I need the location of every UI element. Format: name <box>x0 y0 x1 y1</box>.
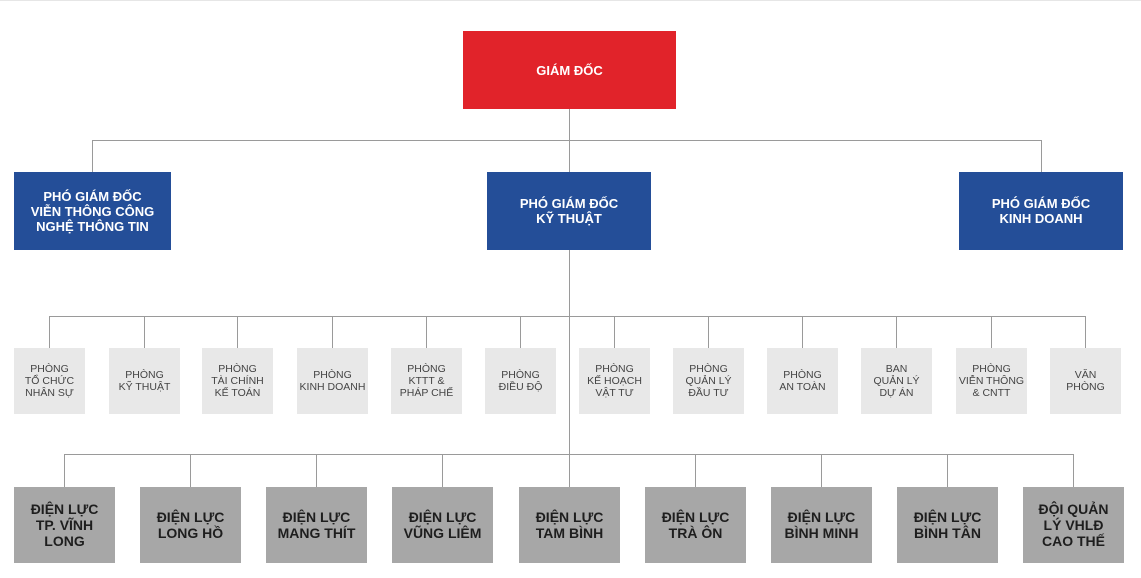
dept-label: PHÒNG KTTT & PHÁP CHẾ <box>399 363 454 399</box>
unit-box: ĐIỆN LỰC LONG HỒ <box>140 487 241 563</box>
unit-label: ĐIỆN LỰC LONG HỒ <box>156 509 225 541</box>
unit-box: ĐIỆN LỰC TRÀ ÔN <box>645 487 746 563</box>
dept-box: PHÒNG KINH DOANH <box>297 348 368 414</box>
unit-box: ĐIỆN LỰC TAM BÌNH <box>519 487 620 563</box>
unit-label: ĐIỆN LỰC MANG THÍT <box>277 509 356 541</box>
dept-box: PHÒNG AN TOÀN <box>767 348 838 414</box>
dept-box: PHÒNG KẾ HOẠCH VẬT TƯ <box>579 348 650 414</box>
vice-director-it-box: PHÓ GIÁM ĐỐC VIỄN THÔNG CÔNG NGHỆ THÔNG … <box>14 172 171 250</box>
vice-director-technical-box: PHÓ GIÁM ĐỐC KỸ THUẬT <box>487 172 651 250</box>
unit-box: ĐỘI QUẢN LÝ VHLĐ CAO THẾ <box>1023 487 1124 563</box>
vice-director-it-label: PHÓ GIÁM ĐỐC VIỄN THÔNG CÔNG NGHỆ THÔNG … <box>30 188 155 234</box>
dept-box: PHÒNG KTTT & PHÁP CHẾ <box>391 348 462 414</box>
dept-box: PHÒNG TÀI CHÍNH KẾ TOÁN <box>202 348 273 414</box>
dept-label: PHÒNG KẾ HOẠCH VẬT TƯ <box>587 363 642 399</box>
dept-box: VĂN PHÒNG <box>1050 348 1121 414</box>
unit-box: ĐIỆN LỰC BÌNH MINH <box>771 487 872 563</box>
dept-box: PHÒNG QUẢN LÝ ĐẦU TƯ <box>673 348 744 414</box>
dept-label: PHÒNG VIỄN THÔNG & CNTT <box>958 363 1025 399</box>
unit-label: ĐIỆN LỰC BÌNH TÂN <box>913 509 982 541</box>
director-label: GIÁM ĐỐC <box>536 62 603 78</box>
director-box: GIÁM ĐỐC <box>463 31 676 109</box>
dept-label: PHÒNG TÀI CHÍNH KẾ TOÁN <box>211 363 264 399</box>
dept-label: PHÒNG ĐIỀU ĐỘ <box>498 369 543 393</box>
unit-box: ĐIỆN LỰC VŨNG LIÊM <box>392 487 493 563</box>
dept-box: PHÒNG VIỄN THÔNG & CNTT <box>956 348 1027 414</box>
unit-label: ĐIỆN LỰC VŨNG LIÊM <box>403 509 482 541</box>
dept-label: PHÒNG TỔ CHỨC NHÂN SỰ <box>24 363 75 399</box>
dept-label: PHÒNG QUẢN LÝ ĐẦU TƯ <box>685 363 732 399</box>
vice-director-business-box: PHÓ GIÁM ĐỐC KINH DOANH <box>959 172 1123 250</box>
dept-label: PHÒNG KINH DOANH <box>299 369 366 393</box>
unit-label: ĐIỆN LỰC BÌNH MINH <box>784 509 859 541</box>
unit-label: ĐIỆN LỰC TAM BÌNH <box>535 509 604 541</box>
dept-label: BAN QUẢN LÝ DỰ ÁN <box>873 363 920 399</box>
unit-label: ĐIỆN LỰC TRÀ ÔN <box>661 509 730 541</box>
dept-box: PHÒNG KỸ THUẬT <box>109 348 180 414</box>
unit-label: ĐỘI QUẢN LÝ VHLĐ CAO THẾ <box>1038 501 1109 549</box>
unit-label: ĐIỆN LỰC TP. VĨNH LONG <box>30 501 99 549</box>
dept-label: PHÒNG AN TOÀN <box>779 369 826 393</box>
vice-director-technical-label: PHÓ GIÁM ĐỐC KỸ THUẬT <box>519 196 619 226</box>
dept-label: PHÒNG KỸ THUẬT <box>118 369 171 393</box>
top-divider <box>0 0 1141 1</box>
unit-box: ĐIỆN LỰC MANG THÍT <box>266 487 367 563</box>
unit-box: ĐIỆN LỰC TP. VĨNH LONG <box>14 487 115 563</box>
dept-label: VĂN PHÒNG <box>1066 369 1105 393</box>
dept-box: PHÒNG TỔ CHỨC NHÂN SỰ <box>14 348 85 414</box>
dept-box: BAN QUẢN LÝ DỰ ÁN <box>861 348 932 414</box>
dept-box: PHÒNG ĐIỀU ĐỘ <box>485 348 556 414</box>
vice-director-business-label: PHÓ GIÁM ĐỐC KINH DOANH <box>991 196 1091 226</box>
unit-box: ĐIỆN LỰC BÌNH TÂN <box>897 487 998 563</box>
